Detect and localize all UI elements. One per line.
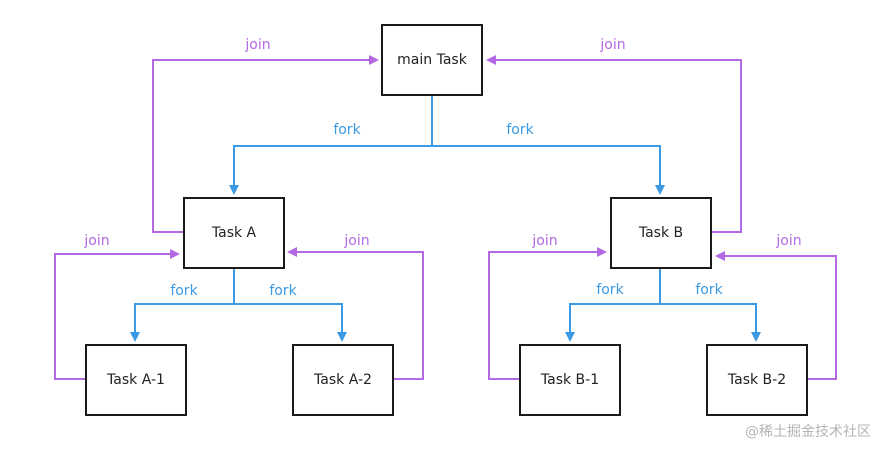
node-task-b: Task B <box>610 197 712 269</box>
join-connectors <box>54 55 837 380</box>
fork-arrow-main-to-task-b <box>432 145 665 195</box>
join-labels: join join join join join join <box>83 37 801 249</box>
task-b2-box <box>706 344 808 416</box>
fork-labels: fork fork fork fork fork fork <box>170 122 723 299</box>
node-task-a2: Task A-2 <box>292 344 394 416</box>
node-task-b1: Task B-1 <box>519 344 621 416</box>
fork-label-main-right: fork <box>506 122 534 138</box>
fork-label-task-b-right: fork <box>695 282 723 298</box>
node-task-a: Task A <box>183 197 285 269</box>
join-label-main-right: join <box>599 37 625 53</box>
fork-arrow-task-b-to-b2 <box>660 303 761 342</box>
join-label-main-left: join <box>244 37 270 53</box>
task-a-box <box>183 197 285 269</box>
task-b1-label: Task B-1 <box>540 372 599 388</box>
join-label-task-b-right: join <box>775 233 801 249</box>
join-arrow-task-a1-to-task-a <box>54 249 180 380</box>
task-a2-label: Task A-2 <box>313 372 372 388</box>
watermark-text: @稀土掘金技术社区 <box>745 424 871 440</box>
fork-label-task-a-left: fork <box>170 283 198 299</box>
join-arrow-task-b-to-main <box>486 55 742 233</box>
main-task-box <box>381 24 483 96</box>
task-b-label: Task B <box>638 225 683 241</box>
join-label-task-a-left: join <box>83 233 109 249</box>
task-a2-box <box>292 344 394 416</box>
fork-arrow-main-to-task-a <box>229 145 432 195</box>
join-arrow-task-b2-to-task-b <box>715 251 837 380</box>
join-arrow-task-a2-to-task-a <box>287 247 424 380</box>
fork-label-main-left: fork <box>333 122 361 138</box>
task-a1-label: Task A-1 <box>106 372 165 388</box>
task-b-box <box>610 197 712 269</box>
fork-label-task-a-right: fork <box>269 283 297 299</box>
task-b2-label: Task B-2 <box>727 372 786 388</box>
fork-connectors <box>130 96 761 342</box>
node-task-a1: Task A-1 <box>85 344 187 416</box>
fork-arrow-task-a-to-a1 <box>130 303 234 342</box>
join-label-task-a-right: join <box>343 233 369 249</box>
fork-label-task-b-left: fork <box>596 282 624 298</box>
join-label-task-b-left: join <box>531 233 557 249</box>
task-a-label: Task A <box>211 225 257 241</box>
fork-arrow-task-a-to-a2 <box>234 303 347 342</box>
join-arrow-task-b1-to-task-b <box>488 247 607 380</box>
task-a1-box <box>85 344 187 416</box>
node-task-b2: Task B-2 <box>706 344 808 416</box>
join-arrow-task-a-to-main <box>152 55 379 233</box>
task-b1-box <box>519 344 621 416</box>
node-main-task: main Task <box>381 24 483 96</box>
main-task-label: main Task <box>397 52 468 68</box>
fork-arrow-task-b-to-b1 <box>565 303 660 342</box>
